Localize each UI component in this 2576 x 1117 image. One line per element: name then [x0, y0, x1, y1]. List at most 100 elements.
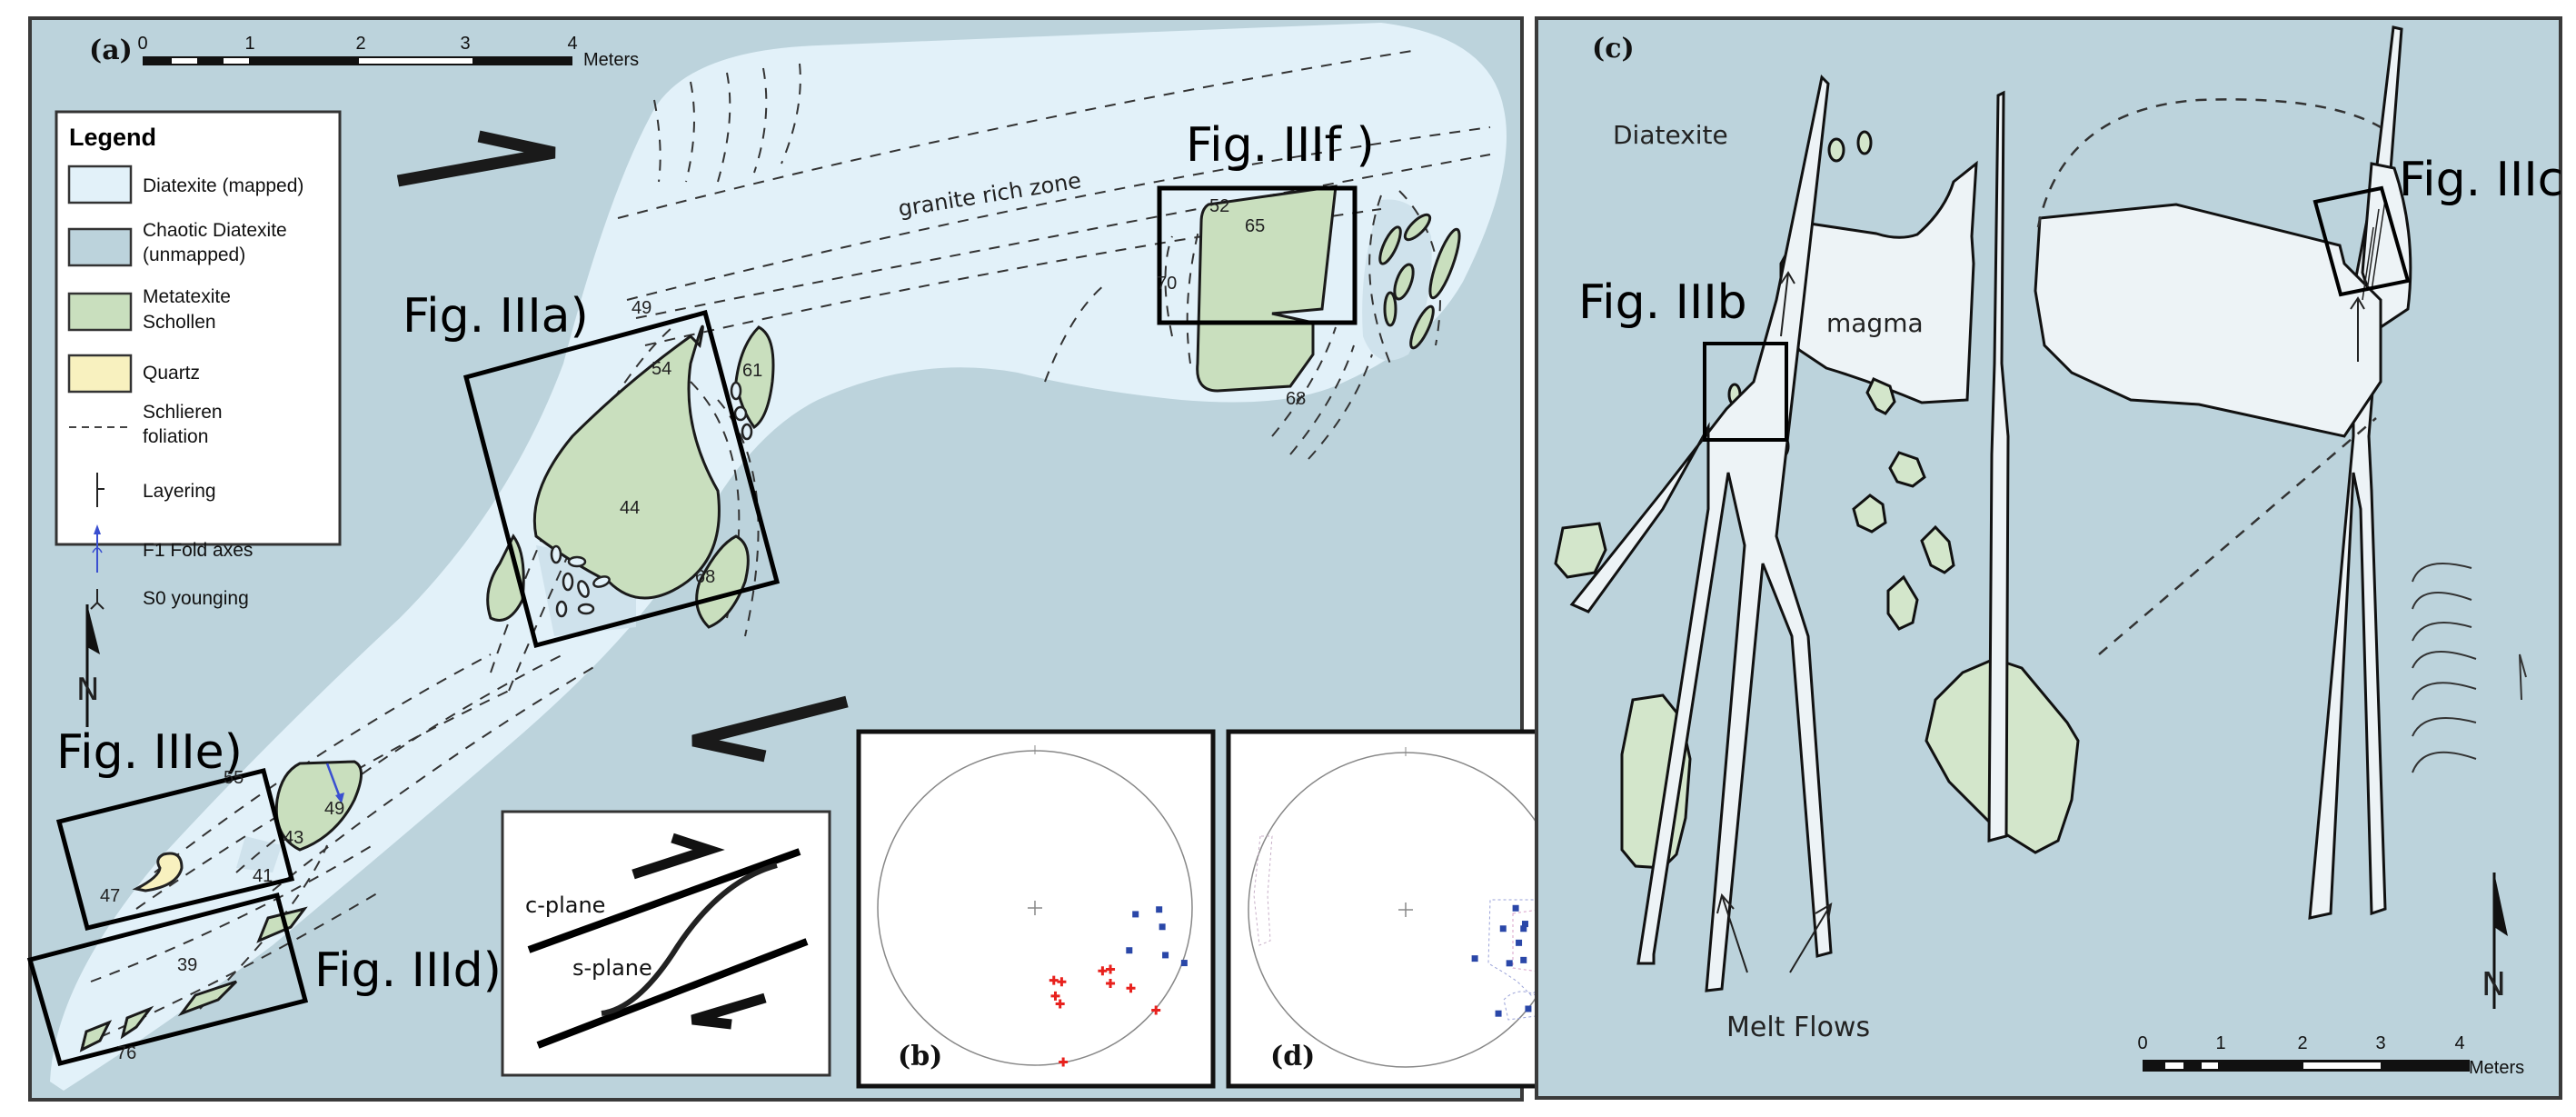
stereonet-point-square [1506, 960, 1513, 967]
fig-IIIa-box [462, 309, 781, 649]
magma-label: magma [1826, 308, 1924, 338]
center-cross [1028, 901, 1042, 915]
legend-label: foliation [143, 426, 208, 447]
dashed-link [2098, 417, 2377, 655]
legend-label: Chaotic Diatexite [143, 220, 287, 241]
fig-IIIc-box [2312, 185, 2411, 297]
diatexite-label: Diatexite [1613, 120, 1728, 150]
arrow-up-left [1780, 271, 1795, 337]
dip-value: 47 [100, 886, 120, 906]
stereonet-b: (b) [856, 729, 1216, 1089]
dip-value: 70 [1157, 274, 1177, 294]
shear-sense-bottom [691, 992, 767, 1030]
arrow-up-magma [2350, 296, 2365, 362]
scale-tick: 1 [2215, 1033, 2225, 1053]
fig-IIIc-label: Fig. IIIc [2399, 153, 2563, 207]
s-plane-label: s-plane [572, 955, 652, 981]
quartz-body [132, 852, 184, 893]
stereonet-point-cross [1050, 991, 1060, 1001]
swatch-chaotic [67, 227, 133, 267]
curved-foliation [2412, 563, 2527, 773]
stereonet-point-cross [1098, 966, 1108, 976]
stereonet-point-cross [1106, 979, 1116, 989]
c-plane-lower [536, 938, 809, 1049]
panel-c: N 0 1 2 3 4 Meters (c) Diatexite magma M… [1535, 16, 2563, 1100]
schlieren-foliation [81, 49, 1491, 1046]
shear-sense-top [632, 833, 725, 880]
dip-value: 68 [1286, 389, 1306, 409]
s-plane-curve [601, 863, 778, 1016]
scale-tick: 2 [355, 34, 365, 54]
metatexite-schollen [79, 185, 1461, 1052]
legend-label: Metatexite [143, 286, 231, 307]
panel-a-label: (a) [89, 35, 133, 66]
scale-tick: 4 [2454, 1033, 2464, 1053]
scale-tick: 2 [2297, 1033, 2307, 1053]
legend: Legend Diatexite (mapped) Chaotic Diatex… [55, 110, 342, 610]
fig-IIIf-label: Fig. IIIf ) [1186, 118, 1375, 173]
stereonet-point-cross [1059, 1057, 1069, 1067]
scale-unit: Meters [2469, 1058, 2524, 1078]
stereonet-b-label: (b) [898, 1041, 942, 1072]
scale-tick: 0 [137, 34, 147, 54]
dip-value: 39 [177, 955, 197, 975]
panel-a: N (a) 0 1 2 3 4 Meters Legend Diatexite … [26, 16, 1584, 1102]
north-arrow-c: N [2482, 873, 2508, 1009]
fold-axis-symbol [92, 524, 103, 573]
fold-axis-arrowhead [335, 793, 344, 803]
c-plane-label: c-plane [525, 893, 605, 918]
legend-label: Layering [143, 481, 216, 502]
north-label: N [76, 672, 99, 708]
stereonet-point-square [1132, 911, 1139, 918]
shear-arrow-right [396, 130, 556, 187]
scale-tick: 1 [244, 34, 254, 54]
dip-value: 65 [1245, 216, 1265, 236]
stereonet-point-square [1521, 921, 1528, 928]
melt-flow-pointers [1716, 893, 1833, 973]
legend-label: S0 younging [143, 588, 249, 609]
melt-flows-label: Melt Flows [1726, 1012, 1870, 1043]
center-cross [1398, 903, 1413, 917]
layering-symbol [96, 473, 104, 507]
scale-unit: Meters [583, 50, 639, 70]
panel-c-label: (c) [1592, 33, 1635, 65]
legend-label: Schlieren [143, 402, 223, 423]
dip-value: 76 [116, 1043, 136, 1063]
shear-inset: c-plane s-plane [501, 810, 831, 1077]
legend-label: F1 Fold axes [143, 540, 253, 561]
stereonet-point-square [1156, 906, 1163, 913]
dip-value: 49 [632, 298, 651, 318]
fig-IIIb-box [1703, 342, 1788, 442]
dip-value: 55 [224, 768, 244, 788]
dip-value: 54 [651, 359, 671, 379]
stereonet-point-square [1495, 1010, 1502, 1017]
panel-a-scale-bar: 0 1 2 3 4 Meters [137, 34, 639, 70]
xenolith-ovals [550, 381, 753, 618]
stereonet-point-cross [1126, 983, 1136, 993]
dip-value: 43 [283, 828, 303, 848]
dip-value: 52 [1209, 196, 1229, 216]
stereonet-point-cross [1106, 964, 1116, 974]
north-arrow: N [76, 604, 100, 727]
stereonet-point-cross [1057, 977, 1067, 987]
stereonet-point-square [1126, 947, 1133, 954]
dip-value: 49 [324, 799, 344, 819]
c-plane-upper [527, 848, 801, 953]
stereonet-point-square [1499, 925, 1507, 932]
younging-symbol [90, 589, 104, 610]
stereonet-point-square [1159, 923, 1166, 931]
dip-value: 41 [253, 866, 273, 886]
fig-IIIe-box [55, 767, 295, 932]
scale-tick: 0 [2137, 1033, 2147, 1053]
stereonet-point-square [1471, 955, 1478, 962]
scale-tick: 3 [460, 34, 470, 54]
density-contours [1253, 835, 1564, 1021]
stereonet-point-square [1512, 904, 1519, 912]
scale-tick: 4 [567, 34, 577, 54]
fig-IIIb-label: Fig. IIIb [1578, 275, 1747, 330]
stereonet-point-cross [1055, 999, 1065, 1009]
figure-reference-boxes [26, 185, 1358, 1067]
stereonet-point-cross [1049, 975, 1059, 985]
stereonet-point-square [1162, 952, 1169, 959]
legend-label: (unmapped) [143, 244, 245, 265]
